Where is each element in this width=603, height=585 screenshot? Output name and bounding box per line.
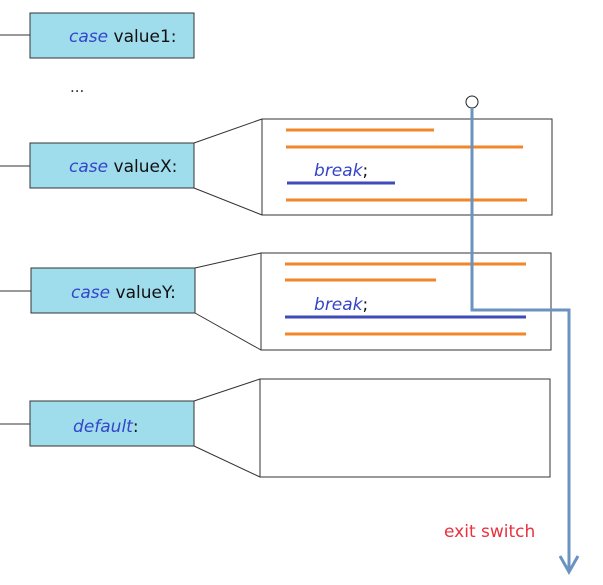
connector-x-bottom — [193, 187, 263, 216]
default-code-block — [259, 378, 551, 478]
break-statement: break; — [287, 161, 385, 181]
default-label: default: — [46, 417, 155, 437]
case-value: value1: — [108, 27, 176, 47]
case-valueY-box — [30, 267, 196, 314]
connector-y-top — [194, 252, 262, 269]
break-keyword: break — [314, 295, 364, 315]
case-keyword: case — [71, 283, 110, 303]
arrow-head-icon — [558, 555, 580, 576]
case-valueY-label: case valueY: — [44, 283, 192, 303]
case-value: valueY: — [110, 283, 176, 303]
connector-x-top — [193, 118, 263, 144]
semicolon: ; — [363, 161, 369, 181]
case-keyword: case — [69, 157, 108, 177]
exit-flow-arrow — [470, 108, 571, 572]
connector-default-bottom — [193, 445, 261, 478]
case-valueX-label: case valueX: — [42, 157, 194, 177]
default-box — [29, 400, 195, 447]
exit-switch-label: exit switch — [444, 522, 535, 542]
case-keyword: case — [69, 27, 108, 47]
case-value1-box — [29, 12, 195, 59]
flow-start-marker — [465, 95, 479, 109]
connector-y-bottom — [194, 312, 262, 351]
break-keyword: break — [314, 161, 364, 181]
ellipsis: ... — [70, 78, 84, 96]
connector-default-top — [193, 378, 261, 402]
case-value1-label: case value1: — [42, 27, 193, 47]
case-valueX-box — [29, 142, 195, 189]
default-keyword: default — [73, 417, 134, 437]
default-colon: : — [133, 417, 139, 437]
break-statement: break; — [287, 295, 385, 315]
case-value: valueX: — [108, 157, 177, 177]
semicolon: ; — [363, 295, 369, 315]
